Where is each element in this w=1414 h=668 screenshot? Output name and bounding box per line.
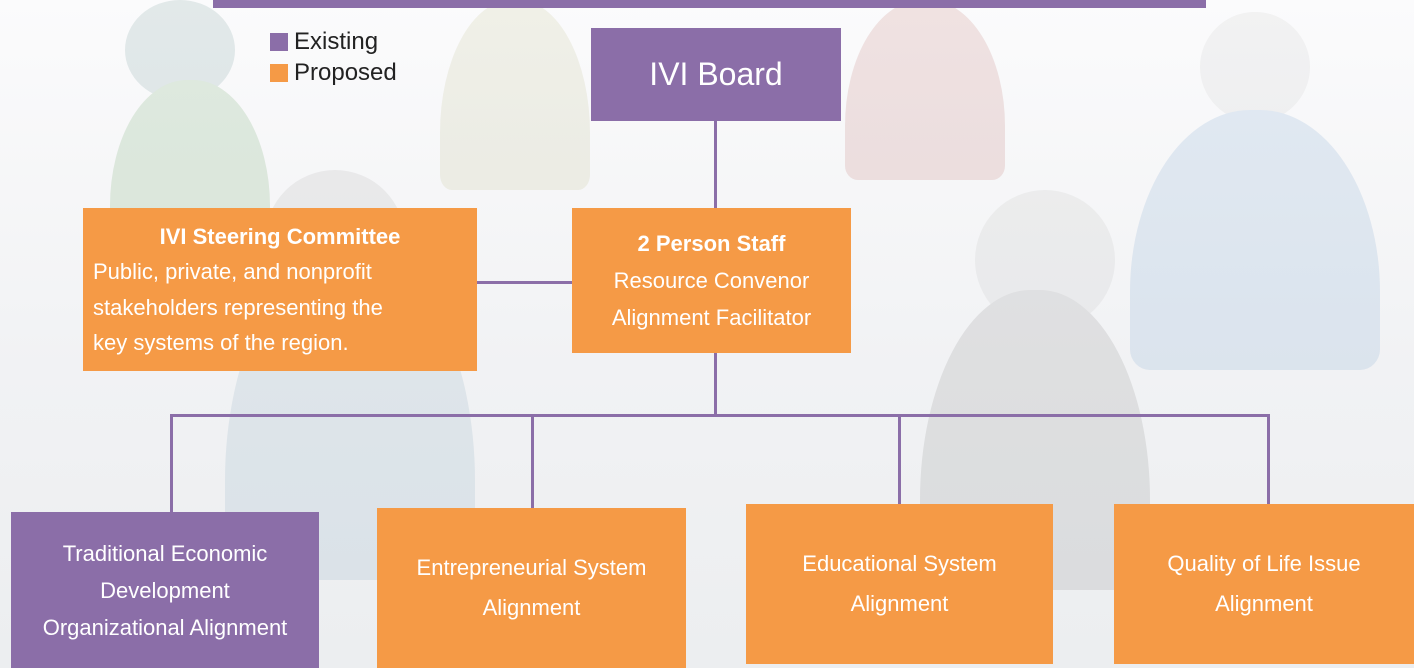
staff-box: 2 Person Staff Resource Convenor Alignme… xyxy=(572,208,851,353)
steering-committee-box: IVI Steering Committee Public, private, … xyxy=(83,208,477,371)
educational-system-box: Educational System Alignment xyxy=(746,504,1053,664)
staff-line-1: Resource Convenor xyxy=(613,268,810,293)
existing-swatch xyxy=(270,32,288,51)
entrepreneurial-line-1: Entrepreneurial System xyxy=(416,555,647,580)
connector-drop-2 xyxy=(531,414,534,508)
legend: Existing Proposed xyxy=(270,26,397,88)
traditional-line-2: Development xyxy=(100,577,230,603)
connector-staff-bus xyxy=(714,352,717,415)
quality-of-life-box: Quality of Life Issue Alignment xyxy=(1114,504,1414,664)
legend-existing: Existing xyxy=(270,26,397,57)
legend-proposed-label: Proposed xyxy=(294,58,397,86)
staff-title: 2 Person Staff xyxy=(637,231,786,256)
proposed-swatch xyxy=(270,63,288,82)
steering-committee-title: IVI Steering Committee xyxy=(159,223,401,249)
educational-line-1: Educational System xyxy=(802,551,997,576)
connector-board-staff xyxy=(714,120,717,208)
staff-line-2: Alignment Facilitator xyxy=(611,305,812,330)
top-banner-bar xyxy=(213,0,1206,8)
educational-line-2: Alignment xyxy=(850,591,949,616)
connector-drop-4 xyxy=(1267,414,1270,504)
traditional-line-3: Organizational Alignment xyxy=(42,614,288,640)
steering-committee-line-1: Public, private, and nonprofit xyxy=(93,259,372,284)
entrepreneurial-line-2: Alignment xyxy=(482,595,581,620)
ivi-board-title: IVI Board xyxy=(649,56,783,92)
legend-proposed: Proposed xyxy=(270,57,397,88)
quality-of-life-line-2: Alignment xyxy=(1215,591,1313,616)
legend-existing-label: Existing xyxy=(294,27,379,55)
connector-drop-3 xyxy=(898,414,901,504)
entrepreneurial-system-box: Entrepreneurial System Alignment xyxy=(377,508,686,668)
connector-drop-1 xyxy=(170,414,173,512)
traditional-economic-development-box: Traditional Economic Development Organiz… xyxy=(11,512,319,668)
connector-horizontal-bus xyxy=(170,414,1270,417)
traditional-line-1: Traditional Economic xyxy=(62,540,268,566)
quality-of-life-line-1: Quality of Life Issue xyxy=(1167,551,1361,576)
steering-committee-line-3: key systems of the region. xyxy=(93,330,349,355)
ivi-board-box: IVI Board xyxy=(591,28,841,121)
steering-committee-line-2: stakeholders representing the xyxy=(93,294,383,320)
connector-steering-staff xyxy=(477,281,572,284)
